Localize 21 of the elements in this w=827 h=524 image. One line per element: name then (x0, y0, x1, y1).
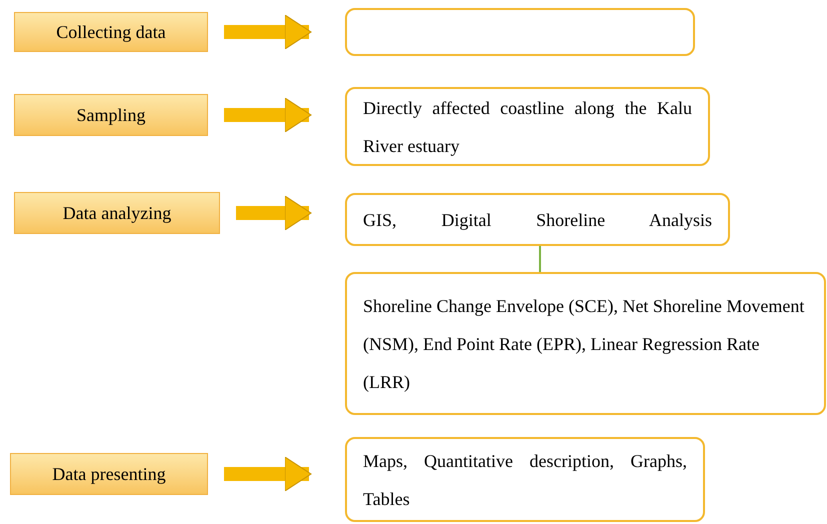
step-box (14, 192, 220, 234)
arrow (224, 456, 312, 492)
arrow (224, 98, 312, 132)
detail-box (345, 8, 695, 56)
node-text: Shoreline Change Envelope (SCE), Net Shoreline Movement (NSM), End Point Rate (EPR), Linear Regression Rate (LRR) (363, 294, 806, 394)
arrow (224, 14, 312, 50)
arrow (236, 196, 312, 230)
node-text: Data analyzing (62, 202, 172, 225)
node-text: GIS, Digital Shoreline Analysis (363, 208, 712, 232)
detail-box (345, 193, 730, 246)
node-text: Maps, Quantitative description, Graphs, Tables (363, 450, 687, 510)
node-text: Data presenting (52, 462, 166, 486)
node-text: Collecting data (56, 20, 166, 44)
step-box (14, 12, 208, 52)
node-text: Directly affected coastline along the Kalu River estuary (363, 96, 692, 158)
step-box (14, 94, 208, 136)
detail-box (345, 87, 710, 166)
detail-box (345, 272, 826, 415)
step-box (10, 453, 208, 495)
node-text: Sampling (76, 104, 146, 127)
detail-box (345, 437, 705, 522)
